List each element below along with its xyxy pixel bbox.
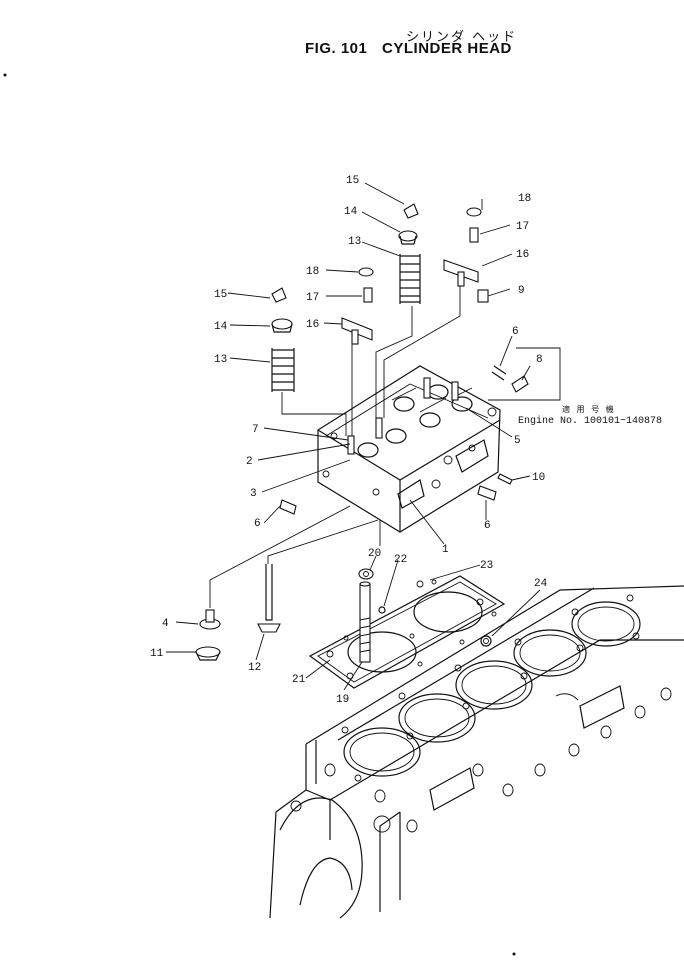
figure-title: FIG. 101 CYLINDER HEAD xyxy=(305,40,512,57)
block-side-plugs xyxy=(324,687,672,833)
callout-4: 4 xyxy=(162,618,169,630)
callout-17: 17 xyxy=(516,221,529,233)
serial-note-text: Engine No. 100101~140878 xyxy=(518,416,663,427)
serial-note: 適 用 号 機 Engine No. 100101~140878 xyxy=(518,404,662,428)
plug-upper xyxy=(477,289,489,303)
callout-labels: 15 14 13 18 17 16 15 14 13 18 17 16 9 6 … xyxy=(150,175,548,706)
valve-cotter-lower xyxy=(271,287,287,303)
valve-guide xyxy=(195,646,221,661)
valve xyxy=(257,564,281,633)
valve-cotter-upper xyxy=(403,203,419,219)
callout-18: 18 xyxy=(518,193,531,205)
rocker-nut-upper xyxy=(466,207,482,217)
callout-1: 1 xyxy=(442,544,449,556)
serial-note-japanese: 適 用 号 機 xyxy=(562,405,616,414)
figure-title-japanese: シリンダ ヘッド xyxy=(406,30,518,45)
rocker-nut-lower xyxy=(358,267,374,277)
callout-8: 8 xyxy=(536,354,543,366)
callout-7: 7 xyxy=(252,424,259,436)
valve-spring-upper xyxy=(399,254,421,304)
nut xyxy=(358,568,374,580)
pin xyxy=(497,473,513,485)
callout-11: 11 xyxy=(150,648,164,660)
spring-retainer-lower xyxy=(271,318,293,333)
figure-name: CYLINDER HEAD xyxy=(382,40,512,57)
rocker-arm-upper xyxy=(443,259,479,287)
rocker-arm-lower xyxy=(341,317,373,345)
adjust-screw-lower xyxy=(363,287,373,303)
callout-16: 16 xyxy=(306,319,319,331)
adjust-screw-upper xyxy=(469,227,479,243)
callout-12: 12 xyxy=(248,662,261,674)
callout-22: 22 xyxy=(394,554,407,566)
spring-retainer-upper xyxy=(398,230,418,245)
callout-24: 24 xyxy=(534,578,548,590)
callout-19: 19 xyxy=(336,694,349,706)
callout-20: 20 xyxy=(368,548,381,560)
callout-9: 9 xyxy=(518,285,525,297)
leader-lines xyxy=(166,182,541,691)
callout-15: 15 xyxy=(214,289,227,301)
callout-2: 2 xyxy=(246,456,253,468)
callout-6: 6 xyxy=(254,518,261,530)
callout-3: 3 xyxy=(250,488,257,500)
valve-seal xyxy=(199,609,221,630)
plug-box xyxy=(488,347,561,401)
plug-left xyxy=(279,499,297,515)
engine-block xyxy=(269,585,684,956)
small-dowel xyxy=(378,606,386,614)
valve-spring-lower xyxy=(271,348,295,392)
stray-dot xyxy=(3,73,7,77)
block-bolt-holes xyxy=(341,594,640,782)
callout-14: 14 xyxy=(214,321,228,333)
figure-number: FIG. 101 xyxy=(305,40,368,57)
callout-17: 17 xyxy=(306,292,319,304)
callout-5: 5 xyxy=(514,435,521,447)
cylinder-head-gasket xyxy=(308,575,506,689)
cylinder-head xyxy=(317,365,501,533)
callout-10: 10 xyxy=(532,472,545,484)
callout-13: 13 xyxy=(348,236,361,248)
dowel-ring xyxy=(480,635,492,647)
callout-15: 15 xyxy=(346,175,359,187)
stud-bolt xyxy=(359,581,371,663)
callout-21: 21 xyxy=(292,674,306,686)
callout-6: 6 xyxy=(512,326,519,338)
callout-13: 13 xyxy=(214,354,227,366)
plug-side xyxy=(477,485,497,501)
callout-6: 6 xyxy=(484,520,491,532)
callout-18: 18 xyxy=(306,266,319,278)
callout-16: 16 xyxy=(516,249,529,261)
callout-23: 23 xyxy=(480,560,493,572)
callout-14: 14 xyxy=(344,206,358,218)
